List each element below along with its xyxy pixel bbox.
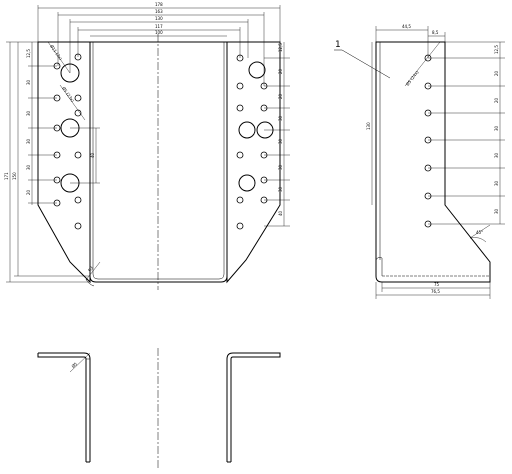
- bottom-profile: [37, 352, 281, 462]
- side-dim-75: 75: [434, 282, 440, 287]
- front-ldim-1: 30: [26, 79, 31, 85]
- side-view: 12,5 20 20 30 30 30 30 44,5 8,5 130: [334, 24, 505, 299]
- front-dim-40: 40: [90, 152, 95, 158]
- front-bend-label: R3: [87, 265, 95, 273]
- side-rdim-2: 20: [494, 97, 499, 103]
- side-diameter-leader: Ø5 (24x): [404, 41, 441, 87]
- front-left-holes: [53, 53, 82, 230]
- front-dim-150: 150: [12, 172, 17, 180]
- front-ldim-5: 20: [26, 189, 31, 195]
- bottom-dia-label: Ø5: [70, 361, 78, 369]
- front-dim-178: 178: [155, 2, 163, 7]
- side-rdim-4: 30: [494, 152, 499, 158]
- side-bottom-dimensions: 75 76,5: [375, 282, 491, 299]
- front-rdim-6: 30: [278, 186, 283, 192]
- front-ldim-0: 12,5: [26, 49, 31, 58]
- front-dim-130: 130: [155, 16, 163, 21]
- front-right-dimensions: 12,5 20 20 30 30 30 30 40: [264, 42, 290, 227]
- side-dim-76-5: 76,5: [431, 289, 440, 294]
- side-rdim-3: 30: [494, 125, 499, 131]
- front-rdim-4: 30: [278, 138, 283, 144]
- bottom-leader: [69, 352, 91, 373]
- front-dim-117: 117: [155, 24, 163, 29]
- side-dim-8-5: 8,5: [432, 30, 439, 35]
- front-body: [89, 42, 228, 283]
- front-top-dimensions: 178 163 130 117 100: [37, 2, 281, 86]
- side-angle-label: 45°: [476, 230, 483, 235]
- front-ldim-4: 30: [26, 164, 31, 170]
- side-right-dimensions: 12,5 20 20 30 30 30 30: [428, 41, 505, 225]
- front-right-holes: [236, 54, 274, 230]
- side-rdim-5: 30: [494, 180, 499, 186]
- bottom-view: Ø5: [37, 348, 281, 470]
- front-right-flange: [226, 41, 281, 284]
- front-ldim-2: 30: [26, 110, 31, 116]
- side-holes: [424, 54, 432, 228]
- side-plate: [375, 41, 491, 283]
- front-dim-171: 171: [4, 172, 9, 180]
- front-dim-100: 100: [155, 30, 163, 35]
- side-height-dimension: 130: [366, 42, 373, 205]
- side-angle: 45°: [469, 224, 491, 243]
- front-rdim-7: 40: [278, 210, 283, 216]
- side-dim-130: 130: [366, 122, 371, 130]
- front-body-inner: [92, 42, 225, 280]
- front-rdim-1: 20: [278, 68, 283, 74]
- side-top-dimensions: 44,5 8,5: [375, 24, 446, 58]
- front-rdim-0: 12,5: [278, 43, 283, 52]
- front-mid-dimension: 40: [70, 127, 100, 184]
- front-dim-163: 163: [155, 9, 163, 14]
- side-bend: [375, 257, 383, 276]
- front-rdim-5: 30: [278, 164, 283, 170]
- side-rdim-1: 20: [494, 70, 499, 76]
- front-height-dimensions: 171 150: [4, 41, 90, 283]
- front-rdim-3: 30: [278, 115, 283, 121]
- front-left-dimensions: 12,5 30 30 30 30 20: [26, 42, 57, 205]
- front-ldim-3: 30: [26, 138, 31, 144]
- side-rdim-0: 12,5: [494, 45, 499, 54]
- front-view: 178 163 130 117 100 12,5 20 20 30 30 30 …: [4, 2, 290, 290]
- side-dim-44-5: 44,5: [402, 24, 411, 29]
- side-rdim-6: 30: [494, 208, 499, 214]
- callout-1: 1: [335, 40, 341, 50]
- front-left-flange: [37, 41, 91, 284]
- side-dia-label: Ø5 (24x): [405, 69, 420, 86]
- front-dia-small: Ø11 (3x): [49, 44, 63, 62]
- front-dia-large: Ø5 (23x): [61, 86, 75, 104]
- front-rdim-2: 20: [278, 93, 283, 99]
- side-callout: 1: [334, 40, 391, 79]
